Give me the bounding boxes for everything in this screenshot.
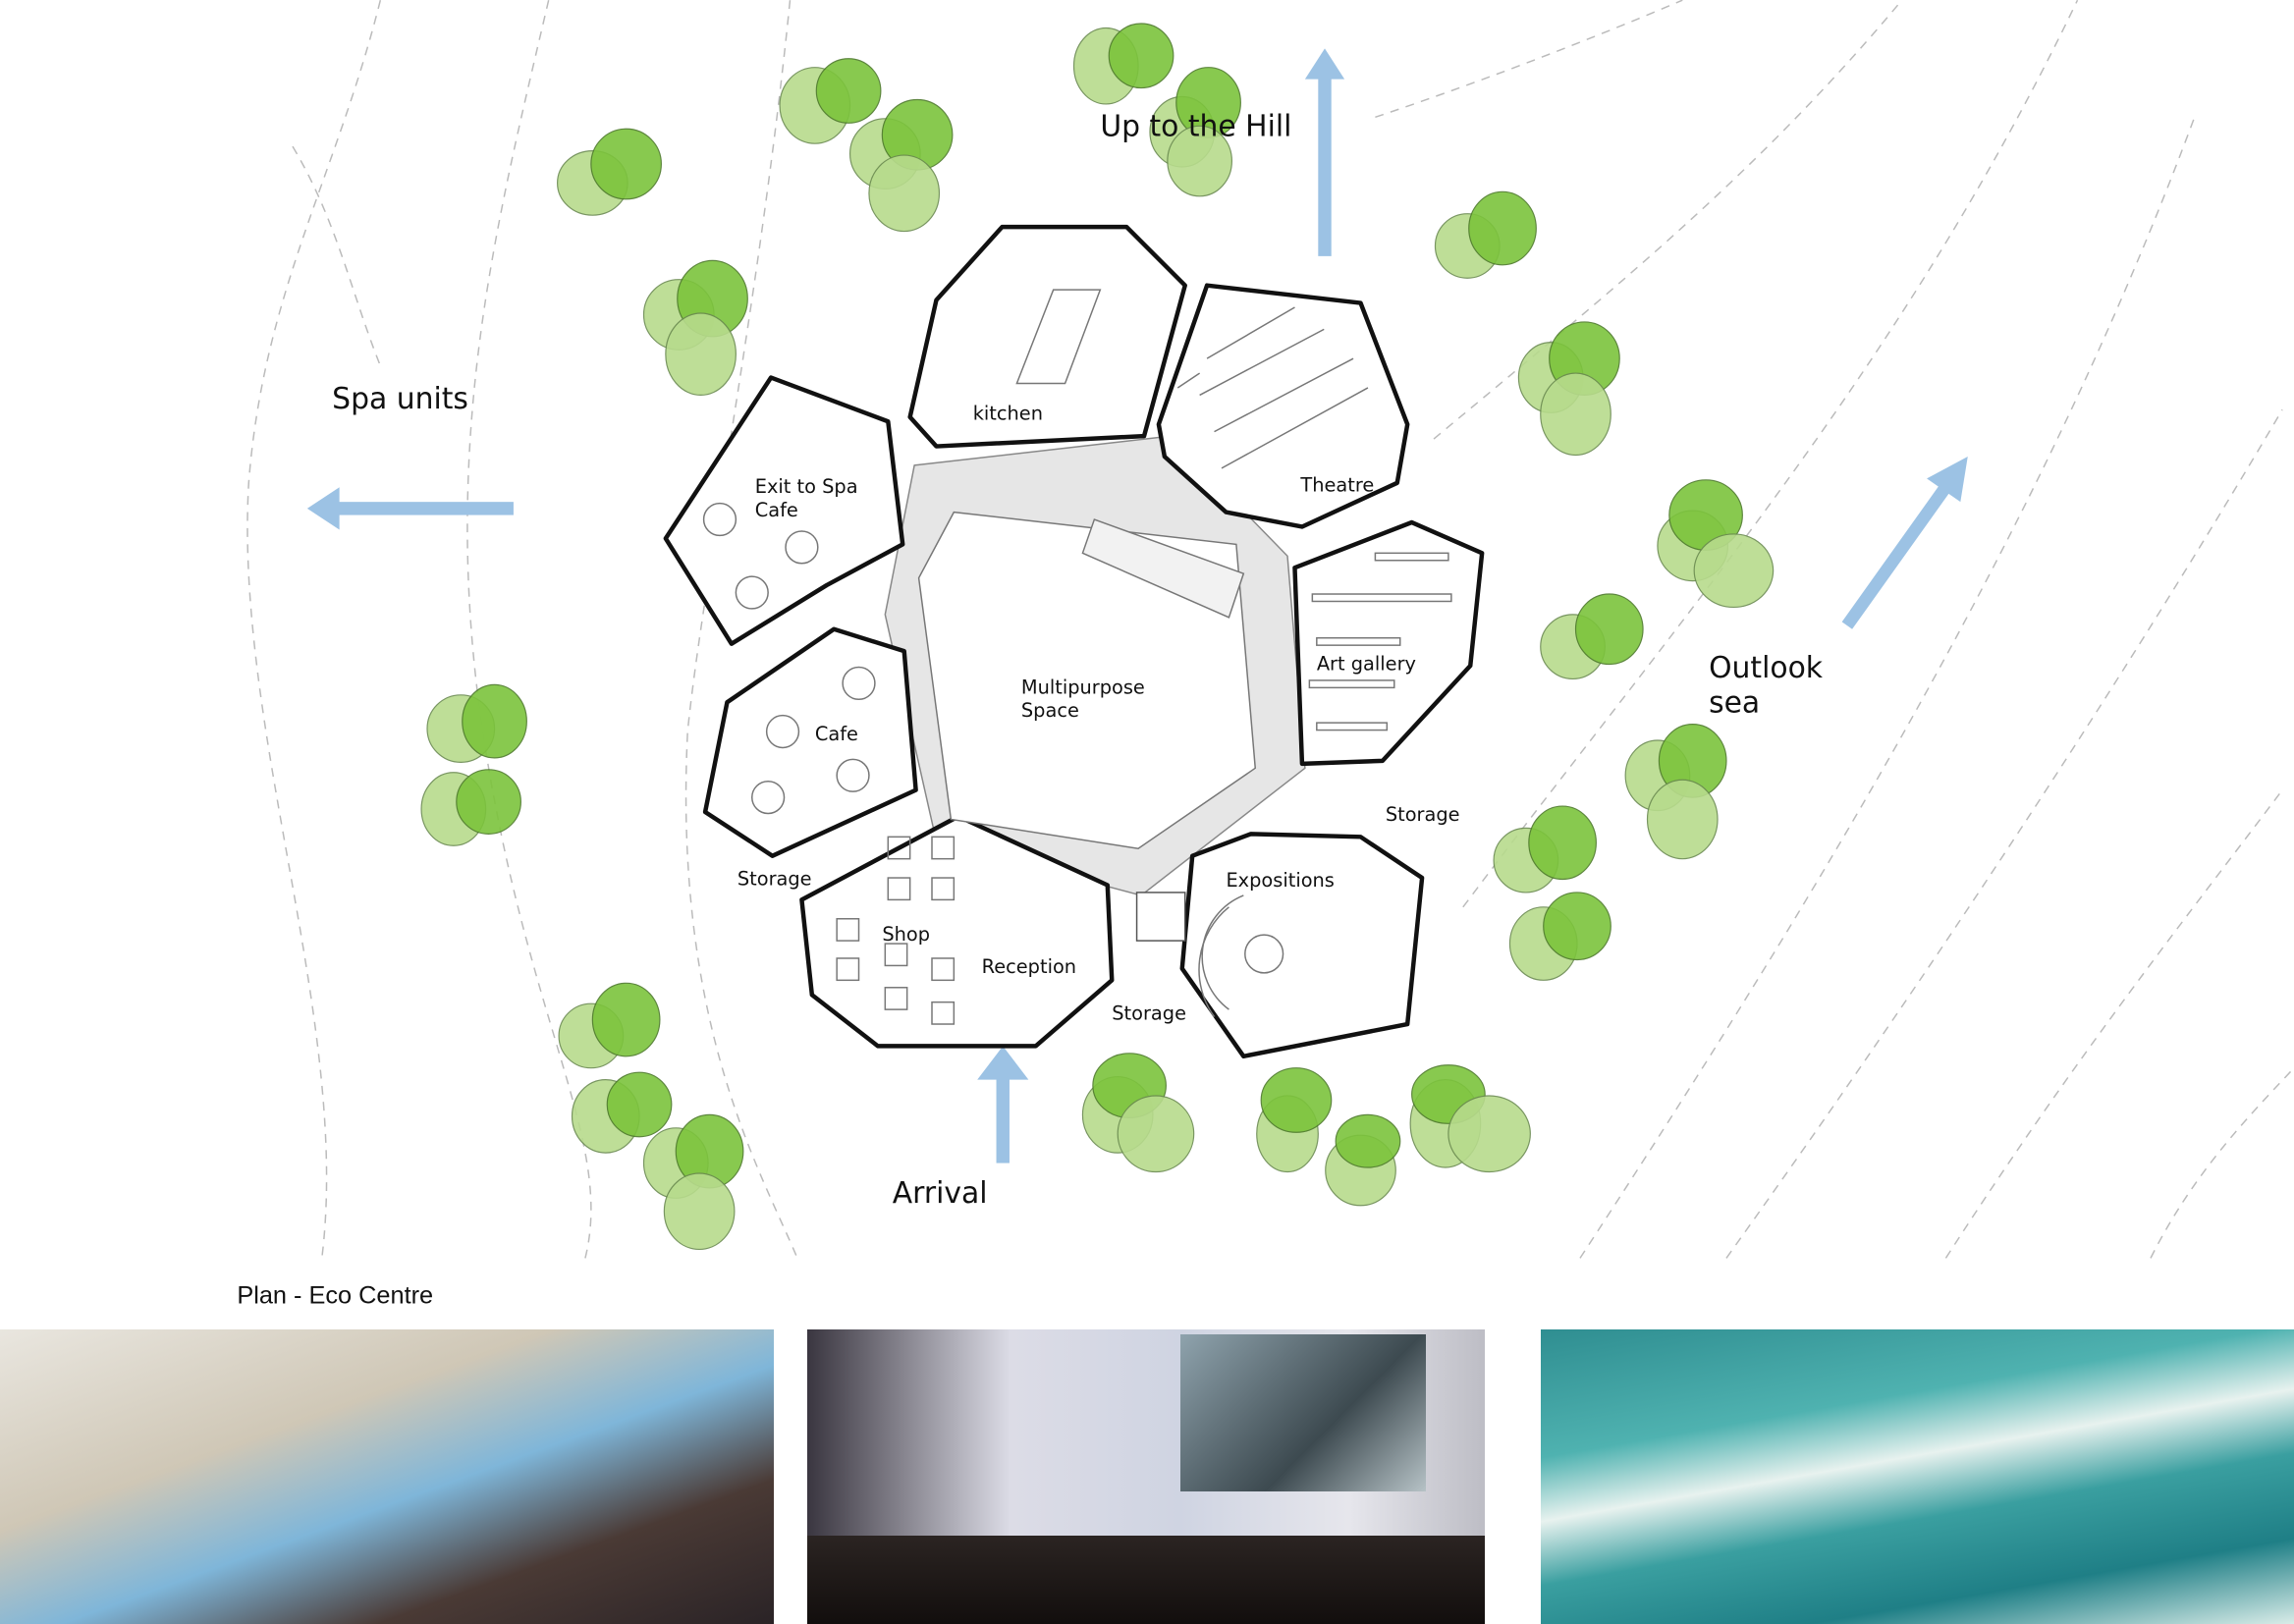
tree-cluster: [1657, 479, 1775, 609]
room-shop-reception: [799, 814, 1115, 1049]
tree-cluster: [1256, 1067, 1333, 1173]
arrow-up-hill: [1304, 48, 1345, 256]
tree-cluster: [642, 1113, 744, 1251]
tree-cluster: [1149, 67, 1241, 197]
room-exit-spa-cafe: [663, 375, 905, 646]
label-sea: sea: [1709, 686, 1760, 721]
tree-cluster: [1325, 1113, 1401, 1207]
room-expositions: [1179, 832, 1425, 1059]
label-exit-to-spa-cafe: Cafe: [755, 499, 798, 521]
label-reception: Reception: [982, 955, 1076, 978]
photo-presentation: [807, 1329, 1485, 1624]
label-up-to-hill: Up to the Hill: [1100, 110, 1291, 144]
label-storage-west: Storage: [737, 867, 812, 890]
tree-cluster: [557, 128, 662, 216]
tree-cluster: [1624, 724, 1727, 860]
multipurpose-space: [917, 511, 1257, 850]
tree-cluster: [571, 1071, 673, 1154]
label-outlook: Outlook: [1709, 651, 1824, 685]
label-shop: Shop: [882, 923, 930, 946]
label-arrival: Arrival: [893, 1176, 988, 1211]
furniture: [702, 306, 1452, 1025]
trees: [420, 23, 1775, 1251]
tree-cluster: [426, 683, 527, 763]
arrow-spa-units: [306, 487, 514, 530]
tree-cluster: [1409, 1064, 1531, 1173]
staircase: [1081, 518, 1245, 619]
arrow-outlook-sea: [1841, 456, 1968, 629]
tree-cluster: [420, 769, 521, 846]
audience: [807, 1536, 1485, 1624]
label-storage-east: Storage: [1386, 803, 1460, 826]
tree-cluster: [1508, 892, 1611, 981]
label-kitchen: kitchen: [973, 403, 1043, 425]
label-spa-units: Spa units: [332, 382, 468, 416]
tree-cluster: [1434, 190, 1537, 279]
room-theatre: [1156, 283, 1410, 529]
projection-screen: [1180, 1334, 1426, 1491]
label-expositions: Expositions: [1226, 869, 1334, 892]
room-labels: kitchen Exit to Spa Cafe Theatre Art gal…: [737, 403, 1460, 1025]
label-space: Space: [1021, 699, 1079, 722]
tree-cluster: [1517, 321, 1620, 457]
tree-cluster: [558, 982, 661, 1069]
label-exit-to-spa: Exit to Spa: [755, 475, 858, 498]
photo-sea-waves: [1541, 1329, 2294, 1624]
label-cafe: Cafe: [815, 723, 858, 745]
building: [663, 224, 1485, 1059]
plan-caption: Plan - Eco Centre: [237, 1282, 433, 1310]
tree-cluster: [642, 259, 748, 397]
tree-cluster: [848, 98, 954, 233]
tree-cluster: [779, 58, 882, 144]
photo-meeting-room: [0, 1329, 774, 1624]
tree-cluster: [1540, 593, 1644, 680]
label-art-gallery: Art gallery: [1317, 652, 1416, 675]
label-multipurpose: Multipurpose: [1021, 676, 1145, 698]
lift: [1135, 892, 1186, 942]
label-theatre: Theatre: [1299, 474, 1374, 497]
tree-cluster: [1081, 1053, 1195, 1173]
label-storage-south: Storage: [1112, 1002, 1186, 1025]
room-kitchen: [907, 224, 1187, 449]
room-art-gallery: [1292, 519, 1485, 767]
direction-arrows: [306, 48, 1968, 1164]
room-cafe: [702, 626, 918, 858]
tree-cluster: [1493, 805, 1597, 893]
tree-cluster: [1072, 23, 1174, 105]
arrow-arrival: [977, 1046, 1029, 1164]
